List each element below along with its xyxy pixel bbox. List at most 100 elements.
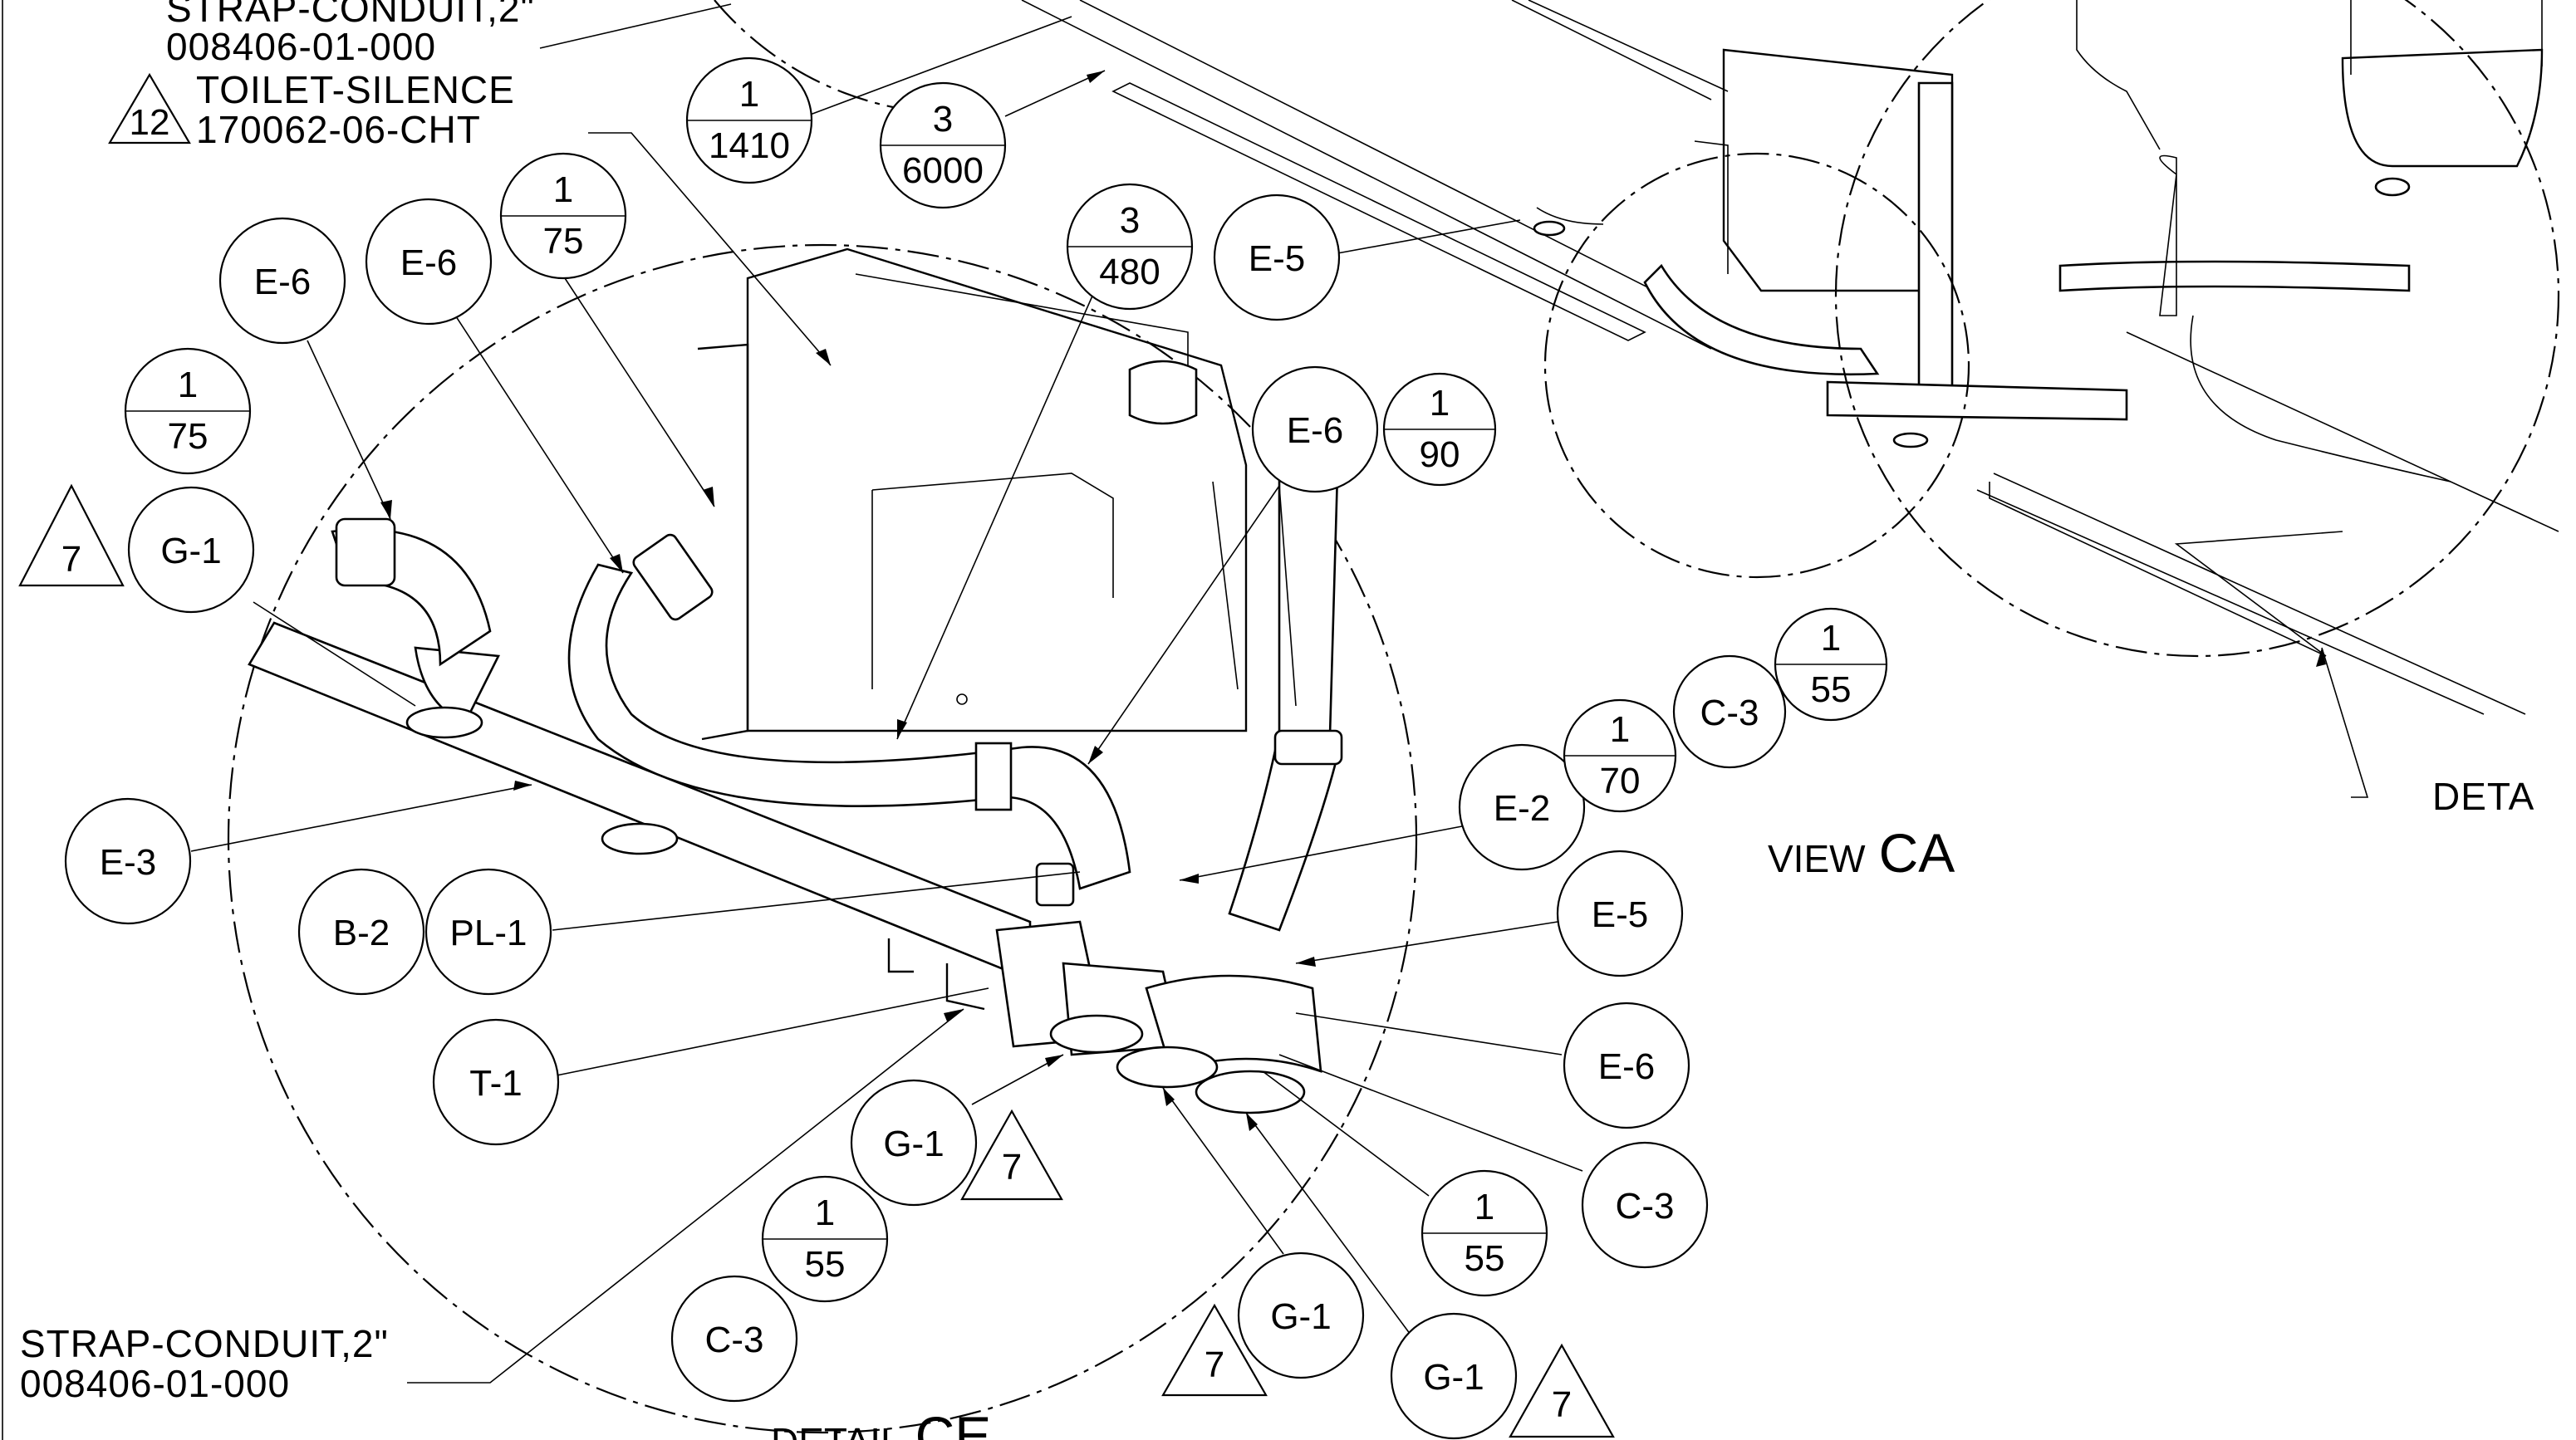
view-elbow [1536,207,1604,225]
fraction-q10[interactable]: 155 [1420,1169,1548,1297]
u-pipe [567,563,1131,890]
balloon-circle [1672,654,1787,769]
floor-plate [1989,482,2343,657]
view-fitting-c [2374,177,2411,197]
fraction-den: 70 [1600,761,1641,801]
balloon-e6-b[interactable]: E-6 [365,198,493,326]
note-strap-bottom-line1: STRAP-CONDUIT,2" [20,1322,389,1365]
u-pipe-collar [632,533,714,621]
view-hose [2159,154,2177,316]
frame-upper [1511,0,1729,100]
balloon-text: B-2 [333,913,390,953]
flag-7-bottom-left: 7 [1161,1303,1268,1397]
rail-2 [1021,0,1712,350]
balloon-t1[interactable]: T-1 [432,1018,560,1146]
balloon-g1-c[interactable]: G-1 [1237,1251,1365,1379]
detail-ce-drawing [227,0,1418,1434]
leader-strap-top [539,3,732,49]
balloon-text: E-6 [400,242,457,283]
upper-detail-arc [714,0,898,110]
balloon-e5-a[interactable]: E-5 [1213,193,1341,321]
fraction-den: 55 [1811,669,1852,710]
balloon-circle [1237,1251,1365,1379]
flag-value: 7 [1002,1147,1022,1188]
balloon-e6-d[interactable]: E-6 [1563,1002,1690,1129]
u-pipe-band [974,742,1013,811]
balloon-circle [432,1018,560,1146]
view-pipe-u [1643,263,1880,375]
leader-q3 [564,277,715,507]
fraction-q5[interactable]: 175 [124,347,252,475]
fraction-num: 1 [1821,618,1841,659]
left-elbow-collar [335,517,396,587]
view-detail-circle-left [1543,152,1970,579]
balloon-text: E-3 [100,842,156,883]
detail-callout-text: DETA [2432,775,2534,818]
arrow-g1d [1246,1113,1258,1131]
arrow-e6c [1088,746,1103,764]
riser-bend [1228,729,1339,932]
sink-supports [2350,0,2543,75]
flag-triangle [1161,1303,1268,1397]
leader-e6d [1295,1012,1563,1056]
fraction-den: 90 [1420,434,1460,475]
balloon-c3-a[interactable]: C-3 [1672,654,1787,769]
fraction-num: 1 [815,1193,835,1233]
fraction-num: 1 [1474,1187,1494,1227]
grommet-3 [1195,1070,1306,1114]
detail-ce-prefix: DETAIL [771,1420,902,1440]
view-vent [2076,0,2161,150]
top-fitting [1128,360,1198,425]
balloon-e3[interactable]: E-3 [64,797,192,925]
balloon-g1-b[interactable]: G-1 [850,1079,978,1207]
fraction-q6[interactable]: 190 [1382,372,1497,487]
balloon-text: G-1 [160,531,221,571]
toilet-panel [871,473,1114,598]
balloon-g1-d[interactable]: G-1 [1390,1312,1518,1440]
fraction-q7[interactable]: 155 [1774,607,1888,722]
fraction-q3[interactable]: 175 [499,152,627,280]
balloon-e6-c[interactable]: E-6 [1251,365,1379,493]
fastener [956,693,968,705]
flag-triangle [1509,1343,1615,1438]
balloon-e5-b[interactable]: E-5 [1556,850,1684,977]
balloon-pl1[interactable]: PL-1 [424,868,552,996]
toilet-body [746,247,1248,732]
fraction-num: 1 [739,74,759,115]
balloon-circle [127,486,255,614]
view-riser [1917,81,1954,392]
fraction-q8[interactable]: 170 [1563,698,1677,813]
balloon-e6-a[interactable]: E-6 [218,217,346,345]
leader-pl1 [552,871,1081,931]
leader-e2 [1179,825,1463,881]
view-ca-prefix: VIEW [1768,837,1866,880]
leader-e6a [307,340,391,520]
note-strap-top-line2: 008406-01-000 [166,25,436,68]
balloon-text: C-3 [1616,1186,1675,1227]
balloon-e2[interactable]: E-2 [1458,743,1586,871]
view-pipe-right [2058,260,2411,292]
balloon-circle [1556,850,1684,977]
leader-toilet [588,132,832,366]
flag-triangles: 12 7 7 7 7 [18,72,1615,1438]
balloon-circle [365,198,493,326]
balloon-circle [670,1275,798,1403]
balloon-b2[interactable]: B-2 [297,868,425,996]
balloon-g1-a[interactable]: G-1 [127,486,255,614]
leader-strap-bottom [407,1008,964,1384]
fraction-den: 55 [805,1244,846,1285]
fraction-num: 1 [553,169,573,210]
balloon-c3-b[interactable]: C-3 [1581,1141,1709,1269]
fraction-q9[interactable]: 155 [761,1175,889,1303]
balloon-text: E-5 [1249,238,1305,279]
rail-1 [1079,0,1754,341]
note-strap-top-line1: STRAP-CONDUIT,2" [166,0,535,30]
balloon-c3-c[interactable]: C-3 [670,1275,798,1403]
balloons: E-6 E-6 E-5 E-6 G-1 E-3 B-2 PL-1 T-1 E-2… [64,193,1787,1440]
view-fitting-b [1892,432,1929,448]
balloon-text: E-6 [1287,410,1343,451]
flag-value: 12 [130,102,170,143]
